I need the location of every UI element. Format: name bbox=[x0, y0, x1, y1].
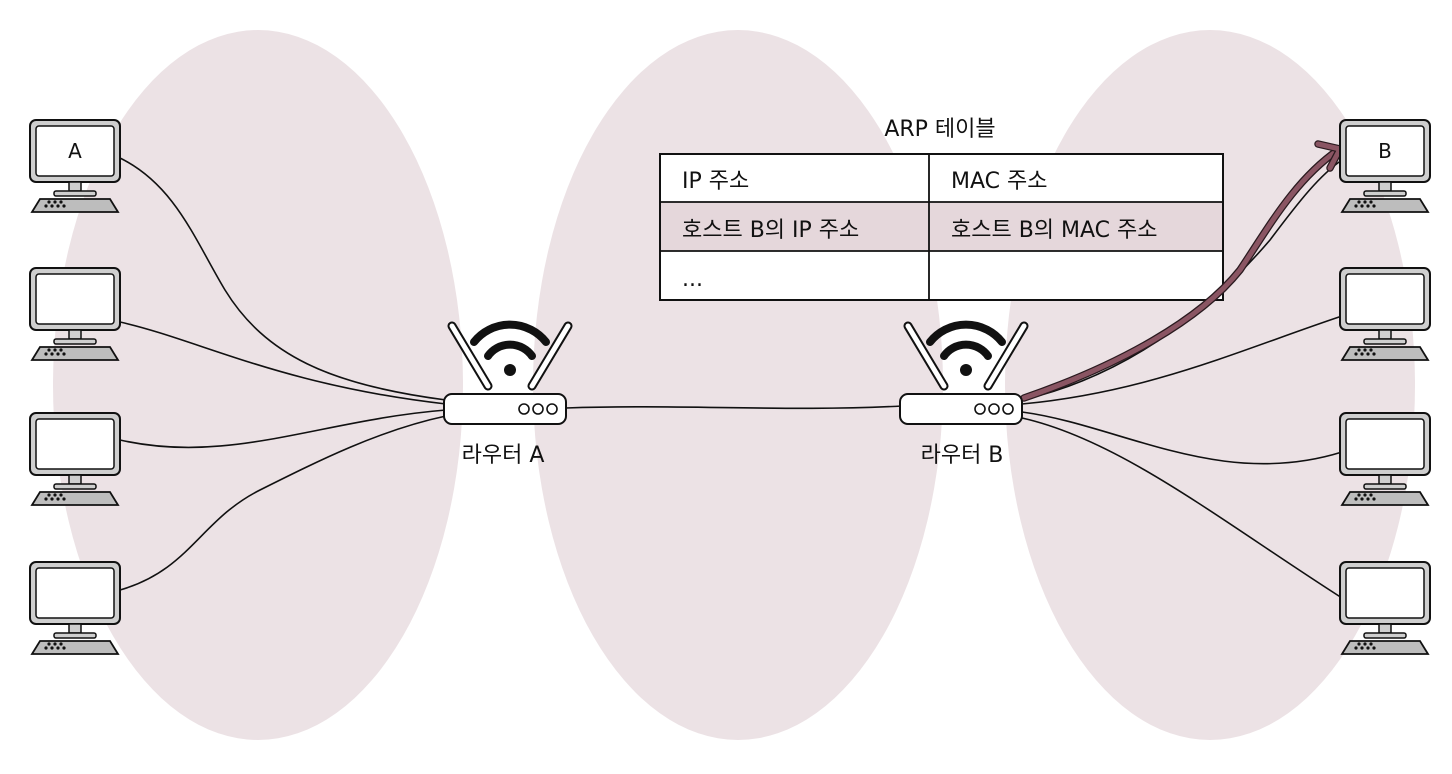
arp-cell-ip: 호스트 B의 IP 주소 bbox=[682, 218, 859, 243]
cable-host-left-2 bbox=[119, 321, 447, 405]
router-b: 라우터 B bbox=[900, 325, 1024, 468]
hosts-right: B bbox=[1339, 119, 1431, 655]
cable-host-a bbox=[119, 157, 447, 401]
monitor-icon bbox=[29, 267, 121, 361]
cable-host-right-2 bbox=[1021, 315, 1343, 405]
arp-header-mac: MAC 주소 bbox=[951, 169, 1047, 194]
host-left-2 bbox=[29, 267, 121, 361]
cable-host-right-3 bbox=[1021, 411, 1343, 465]
cable-router-link bbox=[565, 405, 903, 410]
router-a-label: 라우터 A bbox=[462, 443, 545, 468]
host-label: B bbox=[1378, 139, 1392, 163]
monitor-icon bbox=[29, 412, 121, 506]
host-right-2 bbox=[1339, 267, 1431, 361]
lan-area-middle bbox=[533, 30, 943, 740]
arp-table-highlight-row bbox=[661, 202, 1222, 251]
lan-area-left bbox=[53, 30, 463, 740]
forwarding-arrow bbox=[1021, 147, 1341, 401]
lan-areas bbox=[53, 30, 1415, 740]
monitor-icon bbox=[1339, 119, 1431, 213]
host-a: A bbox=[29, 119, 121, 213]
cable-host-left-4 bbox=[119, 415, 447, 591]
monitor-icon bbox=[29, 561, 121, 655]
monitor-icon bbox=[1339, 412, 1431, 506]
arp-header-ip: IP 주소 bbox=[682, 169, 749, 194]
router-a: 라우터 A bbox=[444, 325, 568, 468]
monitor-icon bbox=[1339, 267, 1431, 361]
host-left-4 bbox=[29, 561, 121, 655]
arp-cell-ellipsis: ... bbox=[682, 267, 703, 292]
cable-host-left-3 bbox=[119, 409, 447, 449]
cable-host-right-4 bbox=[1021, 417, 1343, 599]
host-b: B bbox=[1339, 119, 1431, 213]
host-right-4 bbox=[1339, 561, 1431, 655]
router-b-label: 라우터 B bbox=[921, 443, 1004, 468]
arp-table-title: ARP 테이블 bbox=[884, 117, 995, 142]
host-right-3 bbox=[1339, 412, 1431, 506]
monitor-icon bbox=[29, 119, 121, 213]
monitor-icon bbox=[1339, 561, 1431, 655]
host-label: A bbox=[68, 139, 82, 163]
hosts-left: A bbox=[29, 119, 121, 655]
host-left-3 bbox=[29, 412, 121, 506]
arp-cell-mac: 호스트 B의 MAC 주소 bbox=[951, 218, 1158, 243]
arp-table: ARP 테이블 IP 주소 MAC 주소 호스트 B의 IP 주소 호스트 B의… bbox=[659, 117, 1224, 301]
